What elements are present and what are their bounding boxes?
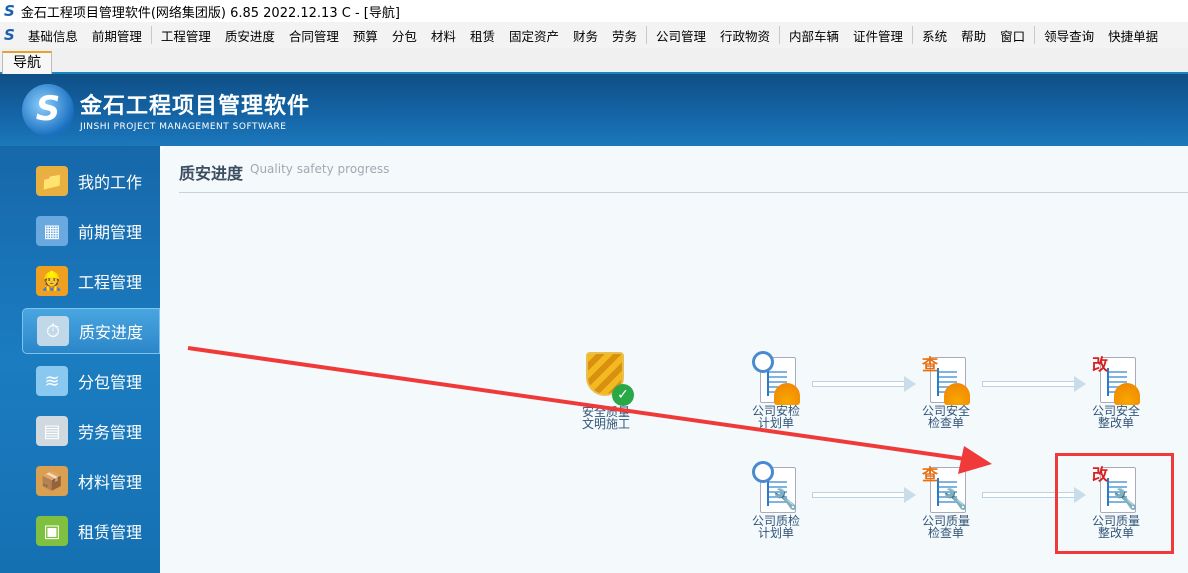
menu-item[interactable]: 质安进度 [224,28,275,44]
fix-document-icon: 改 [1092,355,1140,405]
plan-document-icon: 🔧 [752,461,798,513]
menu-separator [779,26,781,44]
sidebar-item-label: 分包管理 [78,373,143,392]
sidebar-item-label: 工程管理 [78,273,143,292]
menu-bar: S 基础信息前期管理 工程管理质安进度合同管理预算分包材料租赁固定资产财务劳务 公司… [0,22,1188,48]
menu-item[interactable]: 合同管理 [288,28,339,44]
menu-item[interactable]: 材料 [430,28,456,44]
page-subtitle: Quality safety progress [250,162,390,176]
brand-name-en: JINSHI PROJECT MANAGEMENT SOFTWARE [80,122,287,132]
sidebar: 📁 我的工作 ▦ 前期管理 👷 工程管理 ⏱ 质安进度 ≋ 分包管理 ▤ 劳务管理 📦 材料管理 ▣ 租赁管理 [0,146,160,573]
sidebar-item-label: 租赁管理 [78,523,143,542]
menu-item[interactable]: 财务 [572,28,598,44]
flow-arrow [812,376,916,392]
menu-separator [912,26,914,44]
menu-item[interactable]: 领导查询 [1044,28,1095,44]
menu-item[interactable]: 窗口 [1000,28,1026,44]
window-title: 金石工程项目管理软件(网络集团版) 6.85 2022.12.13 C - [导… [20,5,400,21]
sidebar-item[interactable]: 👷 工程管理 [22,258,160,304]
folder-person-icon: 📁 [36,166,68,196]
clock-progress-icon: ⏱ [37,316,69,346]
tab-row: 导航 [0,48,1188,74]
menu-item[interactable]: 证件管理 [853,28,904,44]
menu-item[interactable]: 公司管理 [656,28,707,44]
sidebar-item[interactable]: ▦ 前期管理 [22,208,160,254]
menu-item[interactable]: 租赁 [469,28,495,44]
node-label: 计划单 [757,416,794,430]
flow-arrow [982,487,1086,503]
page-title: 质安进度 [179,164,244,183]
sidebar-item[interactable]: ⏱ 质安进度 [22,308,160,354]
menu-item[interactable]: 前期管理 [91,28,142,44]
menu-item[interactable]: 分包 [391,28,417,44]
menu-item[interactable]: 预算 [352,28,378,44]
node-label: 整改单 [1097,416,1134,430]
sidebar-item[interactable]: ≋ 分包管理 [22,358,160,404]
app-logo-icon: S [4,2,15,20]
node-quality-fix[interactable]: 🔧改 公司质量整改单 [1066,465,1166,539]
tab-navigation[interactable]: 导航 [2,51,52,74]
menu-separator [150,26,152,44]
brand-name: 金石工程项目管理软件 [80,94,311,119]
node-safety-civil[interactable]: ✓ 安全质量文明施工 [556,352,656,430]
node-label: 文明施工 [581,417,630,431]
menu-item[interactable]: 固定资产 [508,28,559,44]
header-banner: S 金石工程项目管理软件 JINSHI PROJECT MANAGEMENT S… [0,74,1188,146]
node-label: 检查单 [927,526,964,540]
check-icon: ✓ [612,384,634,406]
fix-document-icon: 🔧改 [1092,465,1138,513]
menu-item[interactable]: 帮助 [961,28,987,44]
sidebar-item-label: 前期管理 [78,223,143,242]
layers-icon: ≋ [36,366,68,396]
menu-item[interactable]: 系统 [922,28,948,44]
node-quality-plan[interactable]: 🔧 公司质检计划单 [726,461,826,540]
menu-separator [1034,26,1036,44]
sidebar-item[interactable]: ▤ 劳务管理 [22,408,160,454]
flow-arrow [812,487,916,503]
divider [179,192,1188,193]
check-document-icon: 🔧查 [922,465,968,513]
menu-item[interactable]: 基础信息 [27,28,78,44]
content-panel: 质安进度 Quality safety progress [160,146,1188,573]
brand: 金石工程项目管理软件 JINSHI PROJECT MANAGEMENT SOF… [80,88,310,132]
flow-arrow [982,376,1086,392]
menu-item[interactable]: 工程管理 [160,28,211,44]
title-bar: S 金石工程项目管理软件(网络集团版) 6.85 2022.12.13 C - … [0,0,1188,22]
node-label: 公司安全 [1091,404,1140,418]
node-label: 公司质量 [1091,514,1140,528]
menu-item[interactable]: 内部车辆 [789,28,840,44]
plan-document-icon [752,351,800,405]
menu-item[interactable]: 行政物资 [720,28,771,44]
menu-item[interactable]: 快捷单据 [1108,28,1159,44]
blocks-icon: ▦ [36,216,68,246]
node-label: 公司质检 [751,514,800,528]
node-safety-plan[interactable]: 公司安检计划单 [726,351,826,430]
brand-logo-icon: S [22,84,74,136]
sidebar-item-label: 我的工作 [78,173,143,192]
sidebar-item[interactable]: 📁 我的工作 [22,158,160,204]
node-safety-fix[interactable]: 改 公司安全整改单 [1066,355,1166,429]
sidebar-item-label: 质安进度 [79,323,144,342]
check-document-icon: 查 [922,355,970,405]
menu-logo-icon: S [4,26,15,44]
node-quality-check[interactable]: 🔧查 公司质量检查单 [896,465,996,539]
node-label: 整改单 [1097,526,1134,540]
sidebar-item[interactable]: ▣ 租赁管理 [22,508,160,554]
worker-icon: 👷 [36,266,68,296]
documents-helmet-icon: ▤ [36,416,68,446]
node-safety-check[interactable]: 查 公司安全检查单 [896,355,996,429]
cubes-icon: ▣ [36,516,68,546]
sidebar-item[interactable]: 📦 材料管理 [22,458,160,504]
sidebar-item-label: 材料管理 [78,473,143,492]
node-label: 公司质量 [921,514,970,528]
highlight-box [1055,453,1174,554]
node-label: 检查单 [927,416,964,430]
menu-separator [646,26,647,44]
node-label: 计划单 [757,526,794,540]
sidebar-item-label: 劳务管理 [78,423,143,442]
box-icon: 📦 [36,466,68,496]
menu-item[interactable]: 劳务 [611,28,637,44]
